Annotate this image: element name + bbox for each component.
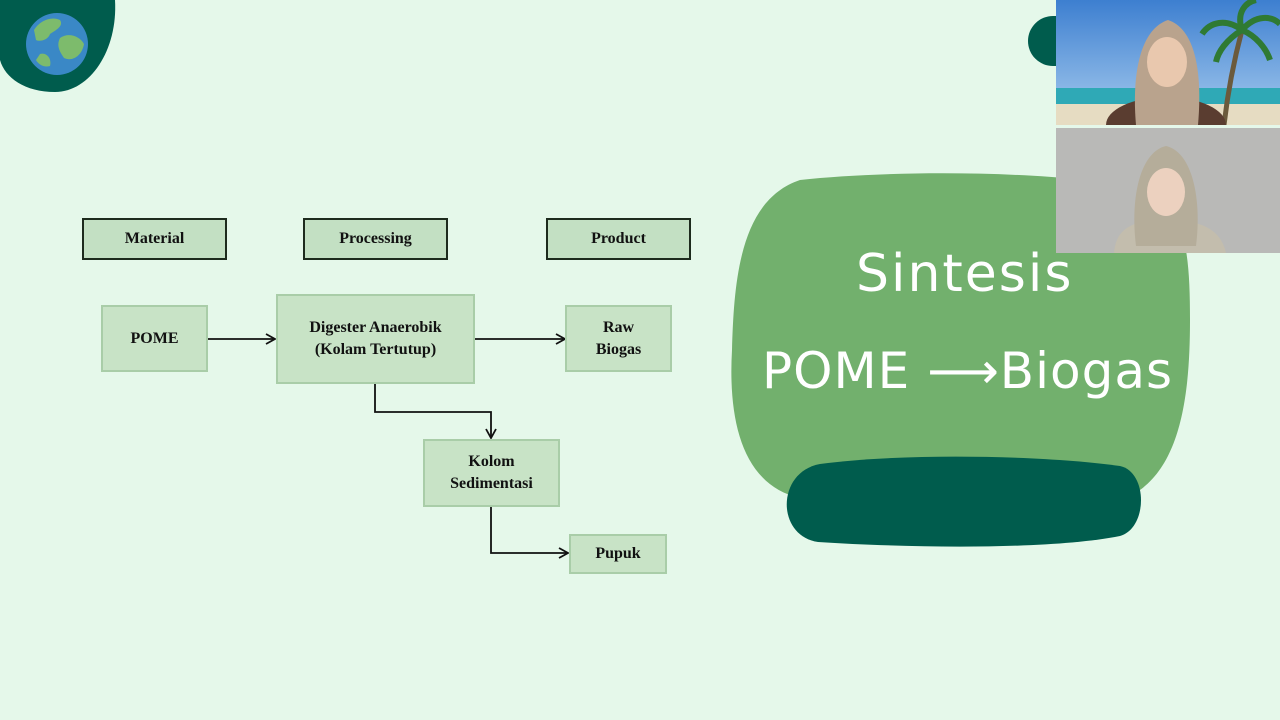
node-digester: Digester Anaerobik (Kolam Tertutup) <box>276 294 475 384</box>
participant-video-1[interactable] <box>1056 0 1280 125</box>
node-kolom-sedimentasi: Kolom Sedimentasi <box>423 439 560 507</box>
node-raw-biogas: Raw Biogas <box>565 305 672 372</box>
title-underline-band <box>786 456 1141 547</box>
arrow-digester-to-kolom <box>374 384 497 440</box>
node-pome: POME <box>101 305 208 372</box>
header-product: Product <box>546 218 691 260</box>
header-processing: Processing <box>303 218 448 260</box>
slide-title-line2: POME ⟶Biogas <box>762 342 1174 400</box>
slide-title-line1: Sintesis <box>856 244 1074 304</box>
arrow-kolom-to-pupuk <box>490 507 570 559</box>
globe-logo <box>0 0 116 92</box>
header-material: Material <box>82 218 227 260</box>
title-blob <box>731 173 1190 547</box>
node-pupuk: Pupuk <box>569 534 667 574</box>
participant-video-2[interactable] <box>1056 128 1280 253</box>
globe-icon <box>26 13 88 75</box>
flow-connectors <box>208 333 570 559</box>
